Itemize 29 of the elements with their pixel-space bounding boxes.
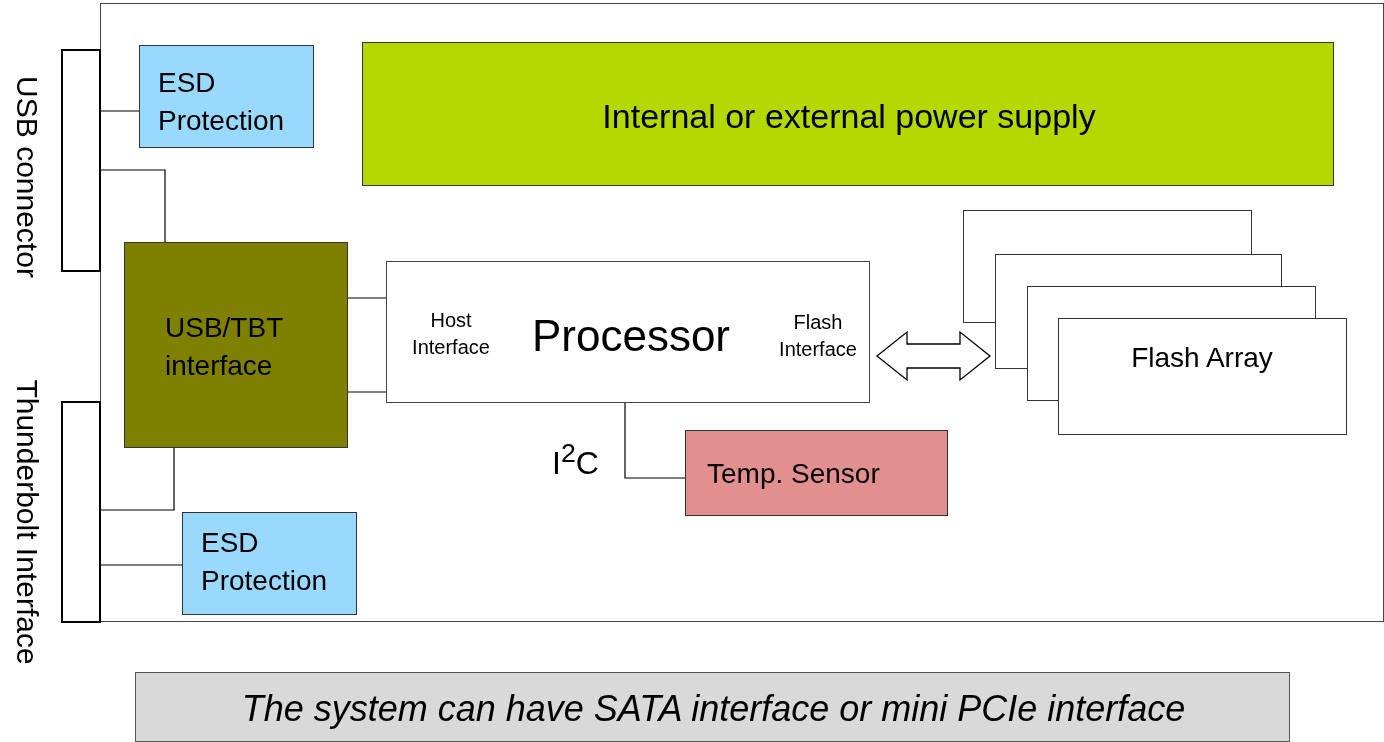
memory-stack — [963, 210, 1346, 434]
block-label: Host Interface — [411, 308, 491, 361]
box-label: Temp. Sensor — [707, 457, 881, 491]
processor-box — [386, 261, 870, 403]
interface-box — [124, 242, 348, 448]
connector-line — [100, 564, 183, 566]
connector-label: USB connector — [12, 76, 42, 278]
box-label: USB/TBT interface — [165, 311, 284, 384]
connector-line — [100, 447, 175, 511]
circuit-board-outline — [100, 3, 1384, 622]
block-arrow — [875, 330, 992, 382]
component-box — [182, 512, 357, 615]
component-box — [139, 45, 314, 148]
box-label: ESD Protection — [201, 526, 329, 599]
connector-label: Thunderbolt Interface — [12, 379, 42, 665]
connector-line — [347, 391, 387, 393]
connector-line — [100, 110, 140, 112]
connector-line — [624, 402, 686, 479]
power-supply-box — [362, 42, 1334, 186]
connector-line — [100, 169, 166, 243]
block-title: Processor — [530, 310, 732, 362]
note-text: The system can have SATA interface or mini PCIe interface — [240, 687, 1187, 731]
box-label: Internal or external power supply — [601, 96, 1097, 137]
block-label: Flash Interface — [778, 310, 858, 363]
box-label: Flash Array — [1130, 341, 1274, 375]
note-box — [135, 672, 1290, 742]
box-label: ESD Protection — [158, 66, 286, 139]
connector-line — [347, 297, 387, 299]
sensor-box — [685, 430, 948, 516]
